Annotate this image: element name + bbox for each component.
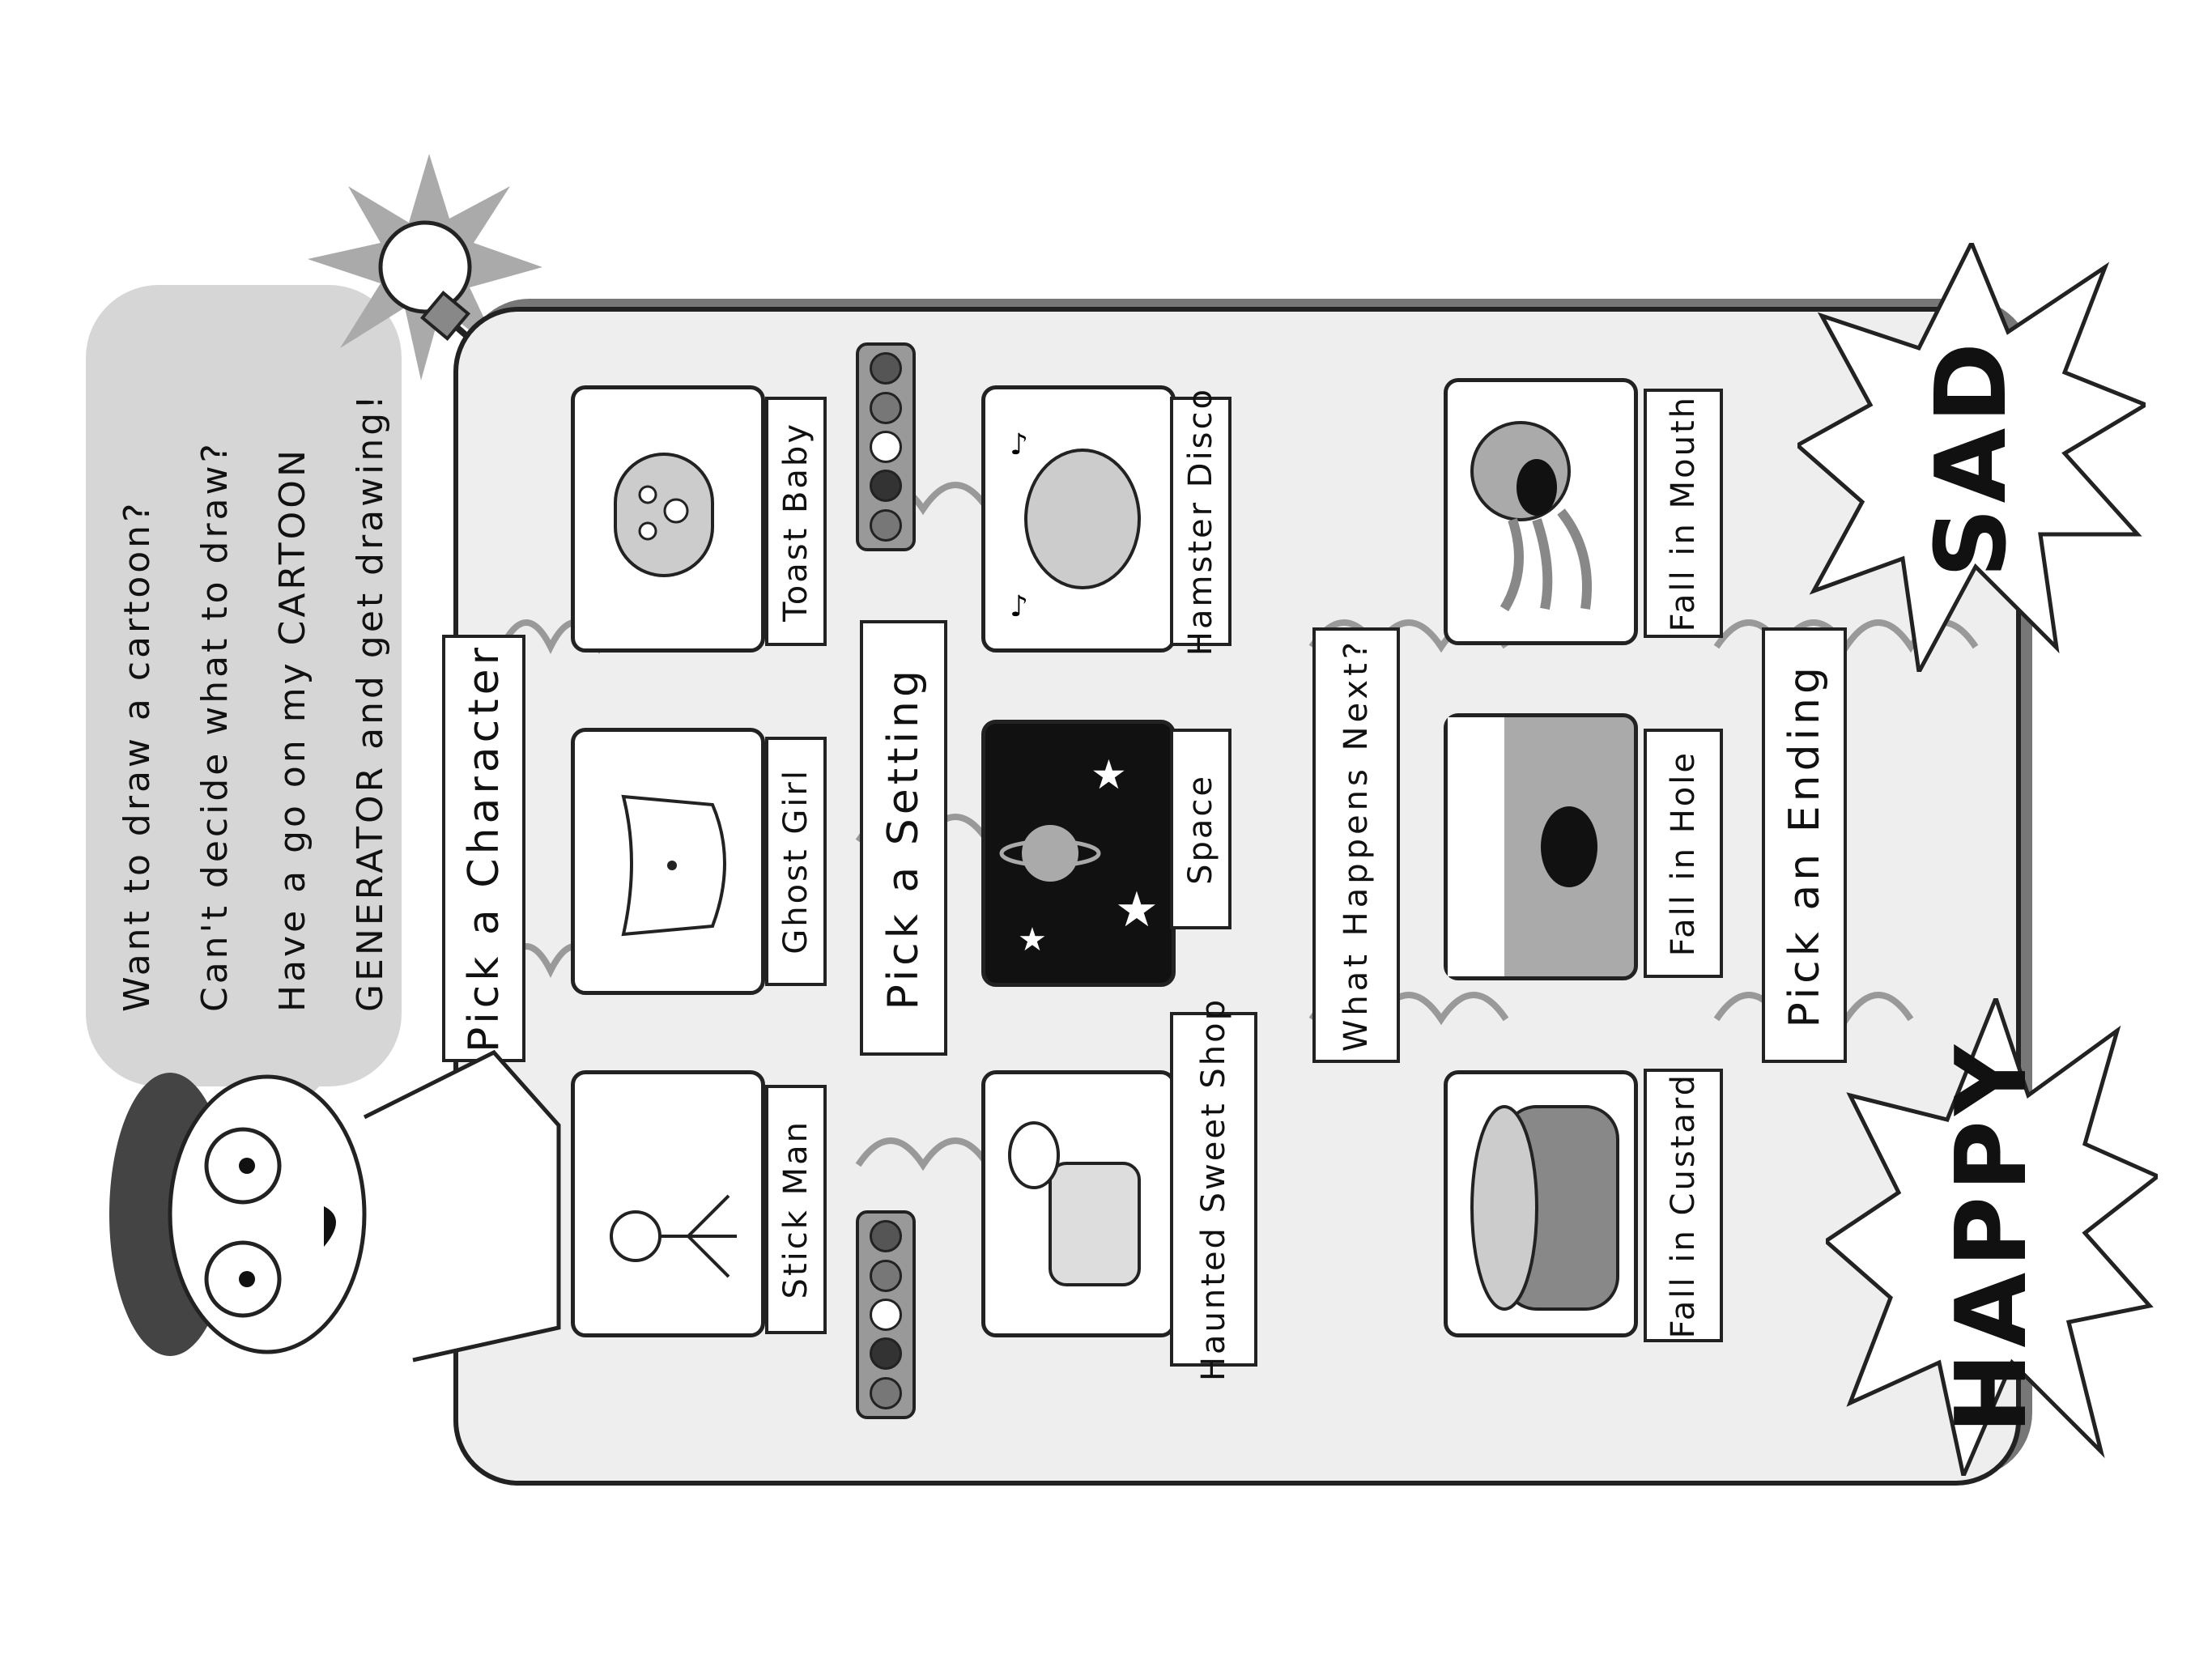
card-label: Toast Baby — [777, 421, 815, 622]
svg-text:★: ★ — [1091, 751, 1127, 798]
card-label: Hamster Disco — [1182, 386, 1219, 657]
label-hamster-disco: Hamster Disco — [1170, 387, 1231, 656]
speech-bubble-text: Want to draw a cartoon? Can't decide wha… — [113, 348, 395, 1012]
control-buttons-bottom — [856, 1210, 916, 1419]
pick-ending-heading: Pick an Ending — [1762, 627, 1847, 1063]
card-label: Fall in Mouth — [1665, 394, 1702, 632]
space-planet-icon: ★ ★ ★ — [999, 751, 1159, 959]
ending-sad-burst[interactable]: SAD — [1797, 243, 2146, 672]
card-hamster-disco[interactable]: ♪♪ — [981, 385, 1176, 653]
card-label: Space — [1182, 773, 1219, 885]
card-fall-in-custard[interactable] — [1444, 1070, 1638, 1337]
label-fall-in-custard: Fall in Custard — [1644, 1069, 1723, 1342]
label-haunted-sweet-shop: Haunted Sweet Shop — [1170, 997, 1257, 1381]
speech-bubble — [86, 285, 402, 1086]
label-toast-baby: Toast Baby — [765, 397, 827, 646]
speech-line: Can't decide what to draw? — [194, 440, 236, 1012]
card-space[interactable]: ★ ★ ★ — [981, 720, 1176, 987]
label-space: Space — [1170, 729, 1231, 929]
card-label: Fall in Hole — [1665, 750, 1702, 957]
control-button[interactable] — [870, 391, 902, 424]
heading-text: Pick a Setting — [879, 665, 928, 1010]
ending-happy-label: HAPPY — [1935, 1039, 2048, 1435]
card-label: Fall in Custard — [1665, 1072, 1702, 1339]
control-button[interactable] — [870, 508, 902, 542]
hole-icon — [1448, 717, 1597, 976]
card-haunted-sweet-shop[interactable] — [981, 1070, 1176, 1337]
hamster-icon: ♪♪ — [1010, 428, 1141, 623]
ending-happy-burst[interactable]: HAPPY — [1826, 998, 2158, 1476]
speech-line: GENERATOR and get drawing! — [350, 392, 391, 1012]
speech-line: Have a go on my CARTOON — [272, 447, 313, 1012]
custard-pot-icon — [1470, 1105, 1619, 1311]
heading-text: Pick a Character — [459, 644, 508, 1053]
heading-text: What Happens Next? — [1338, 638, 1375, 1052]
burst-shape — [1797, 243, 2146, 672]
what-happens-next-heading: What Happens Next? — [1312, 627, 1400, 1063]
burst-shape — [1826, 998, 2158, 1476]
sweet-jar-icon — [1008, 1121, 1141, 1286]
ending-sad-label: SAD — [1915, 337, 2028, 578]
ghost-girl-icon — [621, 794, 726, 937]
boy-character-illustration — [109, 1049, 561, 1363]
svg-text:♪: ♪ — [1010, 428, 1028, 461]
control-button[interactable] — [870, 352, 902, 385]
control-button[interactable] — [870, 1376, 902, 1409]
control-button[interactable] — [870, 430, 902, 463]
card-toast-baby[interactable] — [571, 385, 765, 653]
control-button[interactable] — [870, 470, 902, 503]
card-fall-in-hole[interactable] — [1444, 713, 1638, 980]
svg-text:♪: ♪ — [1010, 590, 1028, 623]
stick-man-icon — [610, 1194, 737, 1278]
toast-baby-icon — [614, 453, 714, 577]
heading-text: Pick an Ending — [1780, 662, 1829, 1028]
control-button[interactable] — [870, 1259, 902, 1292]
control-button[interactable] — [870, 1298, 902, 1331]
pick-character-heading: Pick a Character — [442, 635, 525, 1062]
label-stick-man: Stick Man — [765, 1085, 827, 1334]
card-ghost-girl[interactable] — [571, 728, 765, 995]
speech-line: Want to draw a cartoon? — [117, 500, 158, 1012]
pick-setting-heading: Pick a Setting — [860, 620, 947, 1056]
octopus-icon — [1470, 421, 1592, 612]
card-label: Haunted Sweet Shop — [1195, 997, 1232, 1382]
control-buttons-top — [856, 342, 916, 551]
card-label: Ghost Girl — [777, 768, 815, 954]
label-ghost-girl: Ghost Girl — [765, 737, 827, 986]
card-label: Stick Man — [777, 1120, 815, 1299]
svg-text:★: ★ — [1115, 882, 1159, 938]
label-fall-in-mouth: Fall in Mouth — [1644, 389, 1723, 638]
card-stick-man[interactable] — [571, 1070, 765, 1337]
label-fall-in-hole: Fall in Hole — [1644, 729, 1723, 978]
svg-text:★: ★ — [1018, 921, 1047, 959]
card-fall-in-mouth[interactable] — [1444, 378, 1638, 645]
control-button[interactable] — [870, 1337, 902, 1371]
control-button[interactable] — [870, 1220, 902, 1253]
